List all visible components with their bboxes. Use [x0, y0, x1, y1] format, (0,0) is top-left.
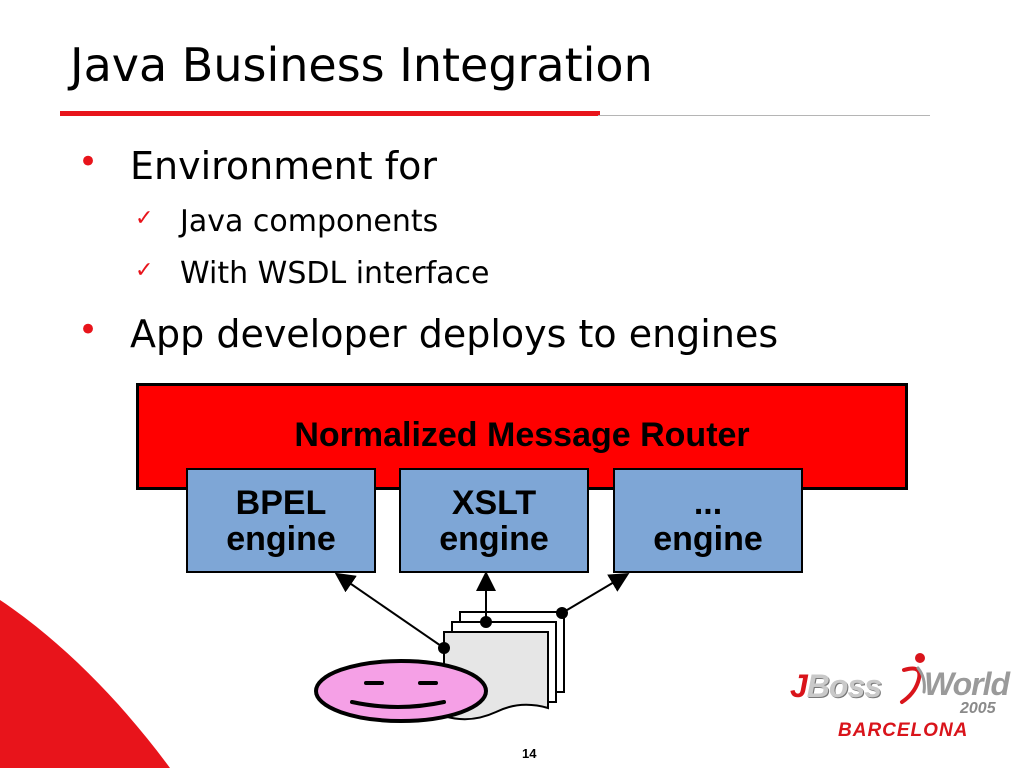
- bullet-environment: • Environment for: [78, 142, 437, 188]
- bullet-text: Environment for: [130, 144, 437, 188]
- engine-label: engine: [226, 519, 336, 558]
- engine-name: XSLT: [451, 483, 537, 522]
- logo-world: World: [924, 666, 1010, 702]
- engine-label: engine: [653, 519, 763, 558]
- engine-label: engine: [439, 519, 549, 558]
- slide-title: Java Business Integration: [70, 38, 653, 92]
- logo-city: BARCELONA: [838, 720, 969, 741]
- logo-jboss: JBoss: [790, 668, 882, 704]
- sub-bullet-text: Java components: [180, 204, 439, 239]
- checkmark-icon: ✓: [135, 206, 154, 231]
- sub-bullet-java: ✓ Java components: [135, 204, 439, 239]
- bullet-app-developer: • App developer deploys to engines: [78, 310, 779, 356]
- engine-box-other: ... engine: [613, 468, 803, 573]
- engine-box-bpel: BPEL engine: [186, 468, 376, 573]
- bullet-dot-icon: •: [78, 142, 99, 182]
- sub-bullet-text: With WSDL interface: [180, 256, 490, 291]
- page-number: 14: [522, 746, 537, 761]
- jboss-world-logo: JBoss World 2005 BARCELONA: [782, 640, 1012, 760]
- title-underline-red: [60, 111, 600, 116]
- checkmark-icon: ✓: [135, 258, 154, 283]
- bullet-text: App developer deploys to engines: [130, 312, 779, 356]
- engine-box-xslt: XSLT engine: [399, 468, 589, 573]
- logo-year: 2005: [960, 700, 996, 717]
- title-underline-grey: [598, 115, 930, 116]
- router-label: Normalized Message Router: [294, 416, 750, 454]
- logo-figure-icon: [900, 653, 926, 704]
- bullet-dot-icon: •: [78, 310, 99, 350]
- engine-name: BPEL: [235, 483, 327, 522]
- engine-name: ...: [693, 483, 723, 522]
- sub-bullet-wsdl: ✓ With WSDL interface: [135, 256, 490, 291]
